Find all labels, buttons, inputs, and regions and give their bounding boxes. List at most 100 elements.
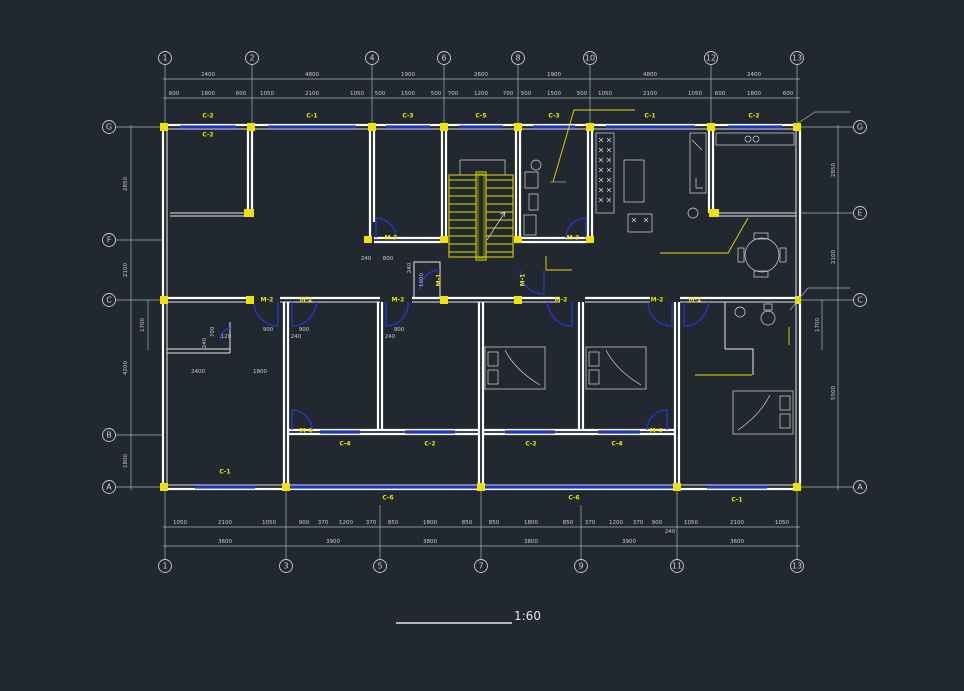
dim-label: 3900 [622, 539, 636, 545]
dim-label: 1050 [598, 91, 612, 97]
axis-bubble [704, 51, 718, 65]
door-label: M-1 [520, 274, 527, 287]
axis-label: 5 [377, 562, 382, 571]
dim-label: 2100 [643, 91, 657, 97]
dim-label: 700 [210, 326, 216, 337]
windows [180, 125, 782, 489]
axis-bubble [102, 233, 116, 247]
door-swing [385, 301, 409, 327]
burner-icon [606, 157, 612, 163]
axis-bubble [853, 480, 867, 494]
window-label: C-4 [611, 441, 622, 448]
dim-label: 600 [783, 91, 794, 97]
axis-bubble [853, 120, 867, 134]
dining-table [744, 237, 780, 273]
door-swing [291, 301, 317, 327]
axis-label: C [857, 296, 863, 305]
dim-label: 1800 [201, 91, 215, 97]
columns [160, 123, 801, 491]
door-label: M-3 [567, 235, 580, 242]
wall-v [246, 129, 254, 213]
column [246, 296, 254, 304]
axis-bubble [102, 120, 116, 134]
axis-label: 1 [162, 54, 167, 63]
column [673, 483, 681, 491]
window-label: C-3 [548, 113, 559, 120]
dim-label: 4200 [123, 361, 129, 375]
fixtures [523, 132, 795, 326]
dim-label: 1050 [173, 520, 187, 526]
axis-bubble [790, 51, 804, 65]
bottom-axis-bubbles: 1 3 5 7 9 11 13 [158, 559, 804, 573]
dim-label: 240 [202, 337, 208, 348]
dim-label: 600 [236, 91, 247, 97]
axis-bubble [102, 293, 116, 307]
door-label: M-2 [300, 297, 313, 304]
closet-wall [170, 212, 250, 217]
window-labels: C-2 C-2 C-1 C-3 C-5 C-3 C-1 C-2 C-4 C-2 … [202, 113, 759, 504]
axis-label: 2 [249, 54, 254, 63]
callout-line [789, 287, 850, 311]
blanket [504, 349, 541, 386]
dim-label: 3800 [524, 539, 538, 545]
dim-label: 900 [299, 327, 310, 333]
dimension-lines [130, 78, 839, 547]
bottom-outer-dims: 3600 3900 3800 3800 3900 3600 [218, 539, 744, 545]
axis-label: 12 [706, 54, 716, 63]
axis-label: 4 [369, 54, 374, 63]
dim-label: 2400 [747, 72, 761, 78]
column [514, 123, 522, 131]
dim-label: 900 [299, 520, 310, 526]
dim-label: 4800 [643, 72, 657, 78]
chair [753, 232, 769, 240]
dim-label: 700 [503, 91, 514, 97]
left-axis-bubbles: G F C B A [102, 120, 116, 494]
burner-icon [598, 167, 604, 173]
dim-label: 1700 [815, 318, 821, 332]
column [586, 236, 594, 243]
axis-label: E [857, 209, 862, 218]
wall-v [707, 129, 715, 213]
blanket [737, 394, 771, 431]
right-dims: 2850 2100 1700 5500 [815, 163, 837, 400]
dim-label: 700 [448, 91, 459, 97]
leader-line [545, 256, 572, 271]
pillow [487, 369, 499, 385]
axis-leader-lines [116, 65, 853, 559]
dim-label: 1800 [423, 520, 437, 526]
column [440, 236, 448, 243]
burner-icon [606, 147, 612, 153]
axis-bubble [853, 293, 867, 307]
leader-line [552, 109, 635, 183]
dim-label: 1800 [747, 91, 761, 97]
stair-handrail-inner [477, 173, 485, 259]
outer-wall [161, 123, 802, 491]
column [793, 123, 801, 131]
chair [753, 270, 769, 278]
dim-label: 3900 [326, 539, 340, 545]
burner-icon [598, 197, 604, 203]
dim-label: 850 [563, 520, 574, 526]
dim-label: 1800 [123, 454, 129, 468]
blanket [605, 349, 642, 386]
column [368, 123, 376, 131]
column [440, 123, 448, 131]
plant-icon [687, 207, 699, 219]
column [514, 236, 522, 243]
column [160, 296, 168, 304]
window-label: C-6 [568, 495, 579, 502]
burner-icon [606, 177, 612, 183]
pillow [487, 351, 499, 367]
axis-bubble [670, 559, 684, 573]
column [160, 123, 168, 131]
callout-line [794, 111, 850, 126]
axis-label: G [106, 123, 112, 132]
axis-label: 13 [792, 562, 802, 571]
axis-bubble [511, 51, 525, 65]
dim-label: 500 [521, 91, 532, 97]
axis-label: 6 [441, 54, 446, 63]
kitchen-counter [595, 132, 615, 214]
dim-label: 1050 [688, 91, 702, 97]
pillow [779, 395, 791, 411]
dim-label: 1050 [262, 520, 276, 526]
